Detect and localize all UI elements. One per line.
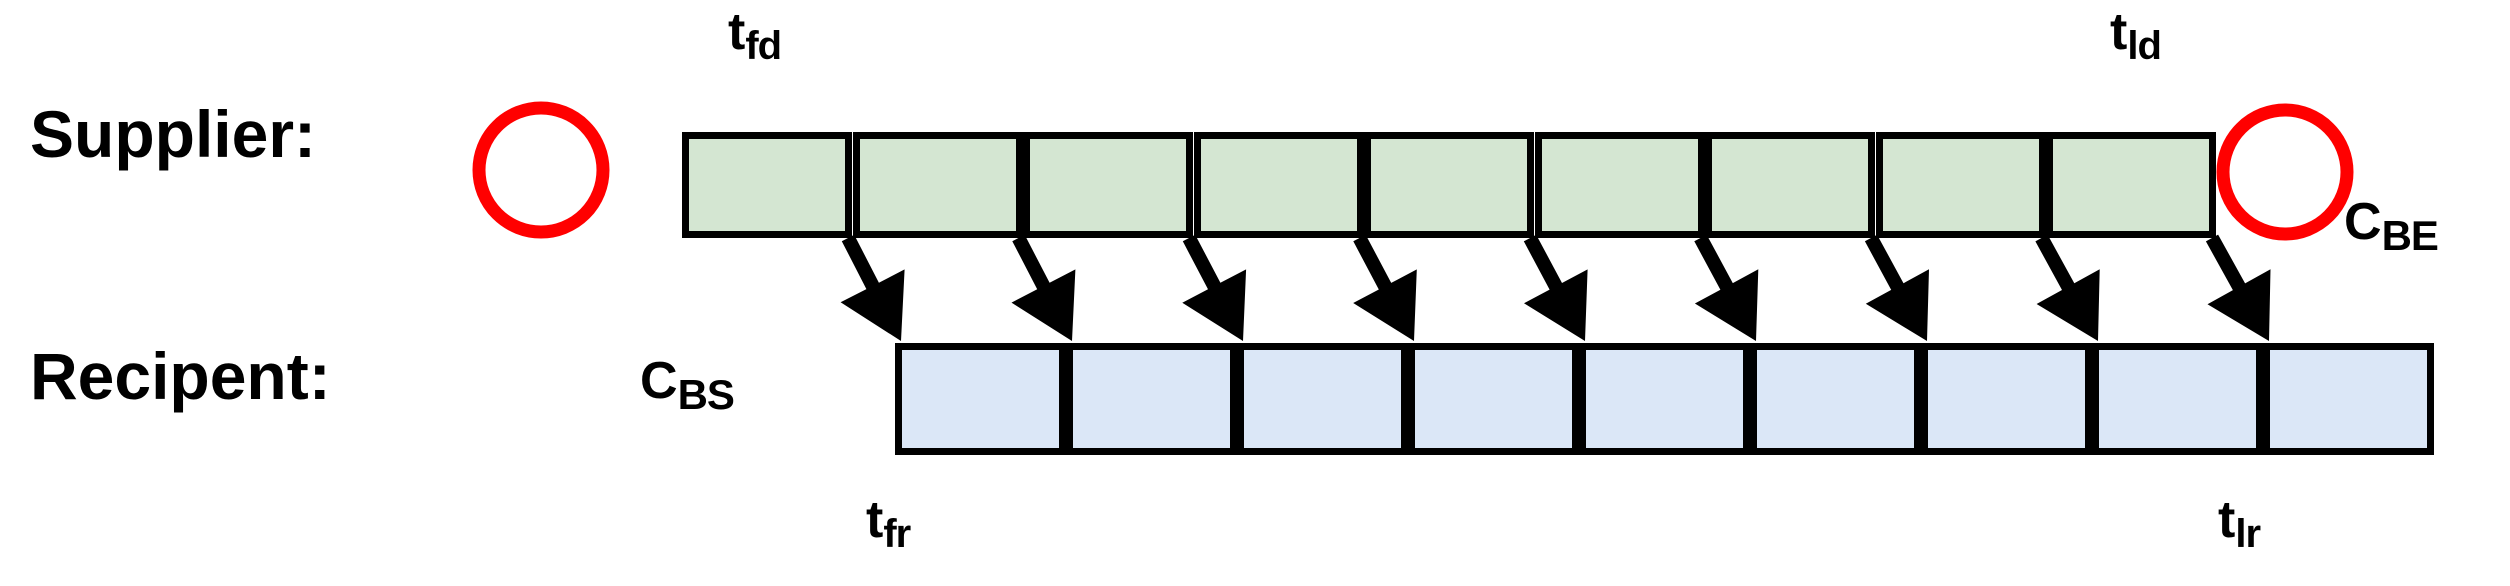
recipent-block-4 xyxy=(1408,343,1579,455)
recipent-block-9 xyxy=(2263,343,2434,455)
supplier-block-9 xyxy=(2046,132,2216,238)
label-t-ld: tld xyxy=(2110,3,2162,66)
label-t-lr-base: t xyxy=(2218,491,2236,549)
recipent-block-8 xyxy=(2092,343,2263,455)
recipent-block-7 xyxy=(1921,343,2092,455)
label-c-be: CBE xyxy=(2344,193,2439,257)
label-t-lr: tlr xyxy=(2218,491,2261,554)
label-t-fd-subscript: fd xyxy=(745,24,782,68)
last-block-highlight xyxy=(2216,103,2354,241)
recipent-block-5 xyxy=(1579,343,1750,455)
label-t-lr-subscript: lr xyxy=(2235,512,2261,556)
supplier-block-6 xyxy=(1534,132,1705,238)
recipent-block-2 xyxy=(1066,343,1237,455)
label-c-bs: CBS xyxy=(640,352,735,416)
transfer-arrow-2 xyxy=(1011,234,1076,341)
recipent-block-3 xyxy=(1237,343,1408,455)
label-t-fr-subscript: fr xyxy=(883,512,911,556)
transfer-arrow-5 xyxy=(1523,234,1588,341)
supplier-block-7 xyxy=(1705,132,1875,238)
first-block-highlight xyxy=(472,101,610,239)
supplier-block-4 xyxy=(1193,132,1364,238)
supplier-block-1 xyxy=(682,132,852,238)
label-c-bs-base: C xyxy=(640,352,678,410)
transfer-arrow-group xyxy=(840,234,2271,341)
label-t-fr-base: t xyxy=(866,491,884,549)
label-t-ld-base: t xyxy=(2110,3,2128,61)
supplier-row-label: Supplier: xyxy=(30,97,317,171)
transfer-arrow-9 xyxy=(2205,234,2271,341)
transfer-arrow-1 xyxy=(840,234,905,341)
label-t-fd-base: t xyxy=(728,3,746,61)
label-c-bs-subscript: BS xyxy=(677,371,735,418)
label-c-be-subscript: BE xyxy=(2381,212,2439,259)
supplier-block-5 xyxy=(1364,132,1534,238)
recipent-block-6 xyxy=(1750,343,1921,455)
transfer-arrow-4 xyxy=(1353,234,1417,341)
label-t-fd: tfd xyxy=(728,3,782,66)
supplier-block-8 xyxy=(1875,132,2046,238)
recipent-row-label: Recipent: xyxy=(30,339,331,413)
transfer-arrow-3 xyxy=(1182,234,1247,341)
supplier-block-3 xyxy=(1023,132,1193,238)
supplier-block-2 xyxy=(852,132,1023,238)
transfer-arrow-6 xyxy=(1694,234,1759,341)
label-c-be-base: C xyxy=(2344,193,2382,251)
transfer-arrow-8 xyxy=(2035,234,2100,341)
transfer-arrow-7 xyxy=(1864,234,1929,341)
label-t-fr: tfr xyxy=(866,491,911,554)
label-t-ld-subscript: ld xyxy=(2127,24,2162,68)
recipent-block-1 xyxy=(895,343,1066,455)
